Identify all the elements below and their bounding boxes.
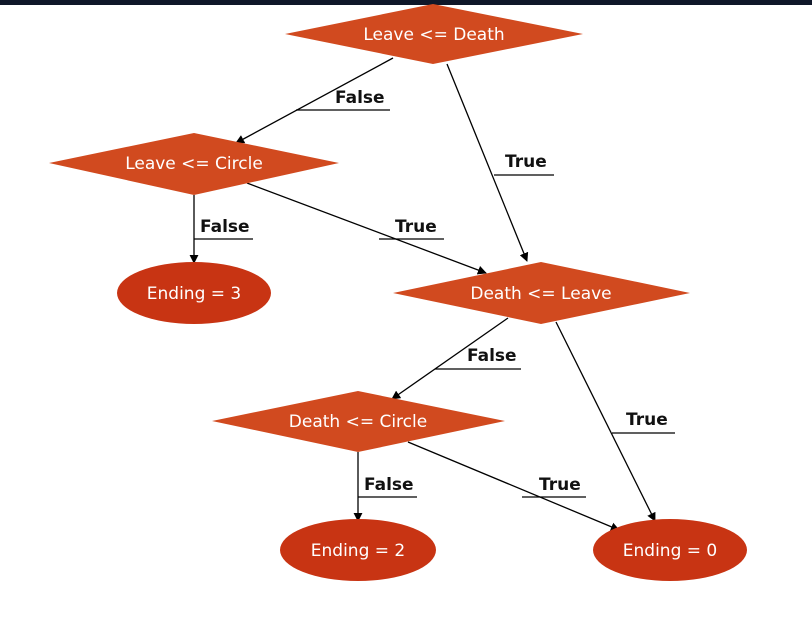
node-label: Death <= Circle xyxy=(289,412,427,432)
leaf-ellipse xyxy=(280,519,436,581)
node-label: Ending = 2 xyxy=(311,541,405,561)
edge-leave-circle-to-death-leave xyxy=(246,182,487,275)
node-label: Ending = 0 xyxy=(623,541,717,561)
edge-death-leave-to-ending-0 xyxy=(555,321,656,522)
node-label: Leave <= Death xyxy=(363,25,504,45)
node-label: Death <= Leave xyxy=(470,284,611,304)
edges xyxy=(189,57,656,532)
edge-leave-death-to-death-leave xyxy=(446,63,529,262)
edge-label-true: True xyxy=(626,410,668,430)
leaf-node-ending-0[interactable]: Ending = 0 xyxy=(593,519,747,581)
nodes: Leave <= Death Leave <= Circle Ending = … xyxy=(49,4,747,581)
edge-label-false: False xyxy=(467,346,517,366)
edge-leave-death-to-leave-circle xyxy=(235,57,394,144)
decision-node-leave-death[interactable]: Leave <= Death xyxy=(285,4,583,64)
edge-label-true: True xyxy=(395,217,437,237)
edge-label-false: False xyxy=(335,88,385,108)
top-bar xyxy=(0,0,812,5)
decision-diamond xyxy=(49,133,339,195)
edge-label-true: True xyxy=(505,152,547,172)
edge-label-false: False xyxy=(200,217,250,237)
edge-death-circle-to-ending-0 xyxy=(407,441,620,532)
decision-diamond xyxy=(285,4,583,64)
leaf-node-ending-3[interactable]: Ending = 3 xyxy=(117,262,271,324)
edge-death-leave-to-death-circle xyxy=(391,317,509,400)
edge-label-false: False xyxy=(364,475,414,495)
node-label: Leave <= Circle xyxy=(125,154,263,174)
decision-diamond xyxy=(212,391,505,452)
leaf-ellipse xyxy=(593,519,747,581)
decision-diamond xyxy=(393,262,690,324)
decision-node-death-leave[interactable]: Death <= Leave xyxy=(393,262,690,324)
leaf-ellipse xyxy=(117,262,271,324)
decision-node-death-circle[interactable]: Death <= Circle xyxy=(212,391,505,452)
edge-labels: False True False True False True False T… xyxy=(194,88,675,498)
leaf-node-ending-2[interactable]: Ending = 2 xyxy=(280,519,436,581)
decision-node-leave-circle[interactable]: Leave <= Circle xyxy=(49,133,339,195)
edge-label-true: True xyxy=(539,475,581,495)
node-label: Ending = 3 xyxy=(147,284,241,304)
